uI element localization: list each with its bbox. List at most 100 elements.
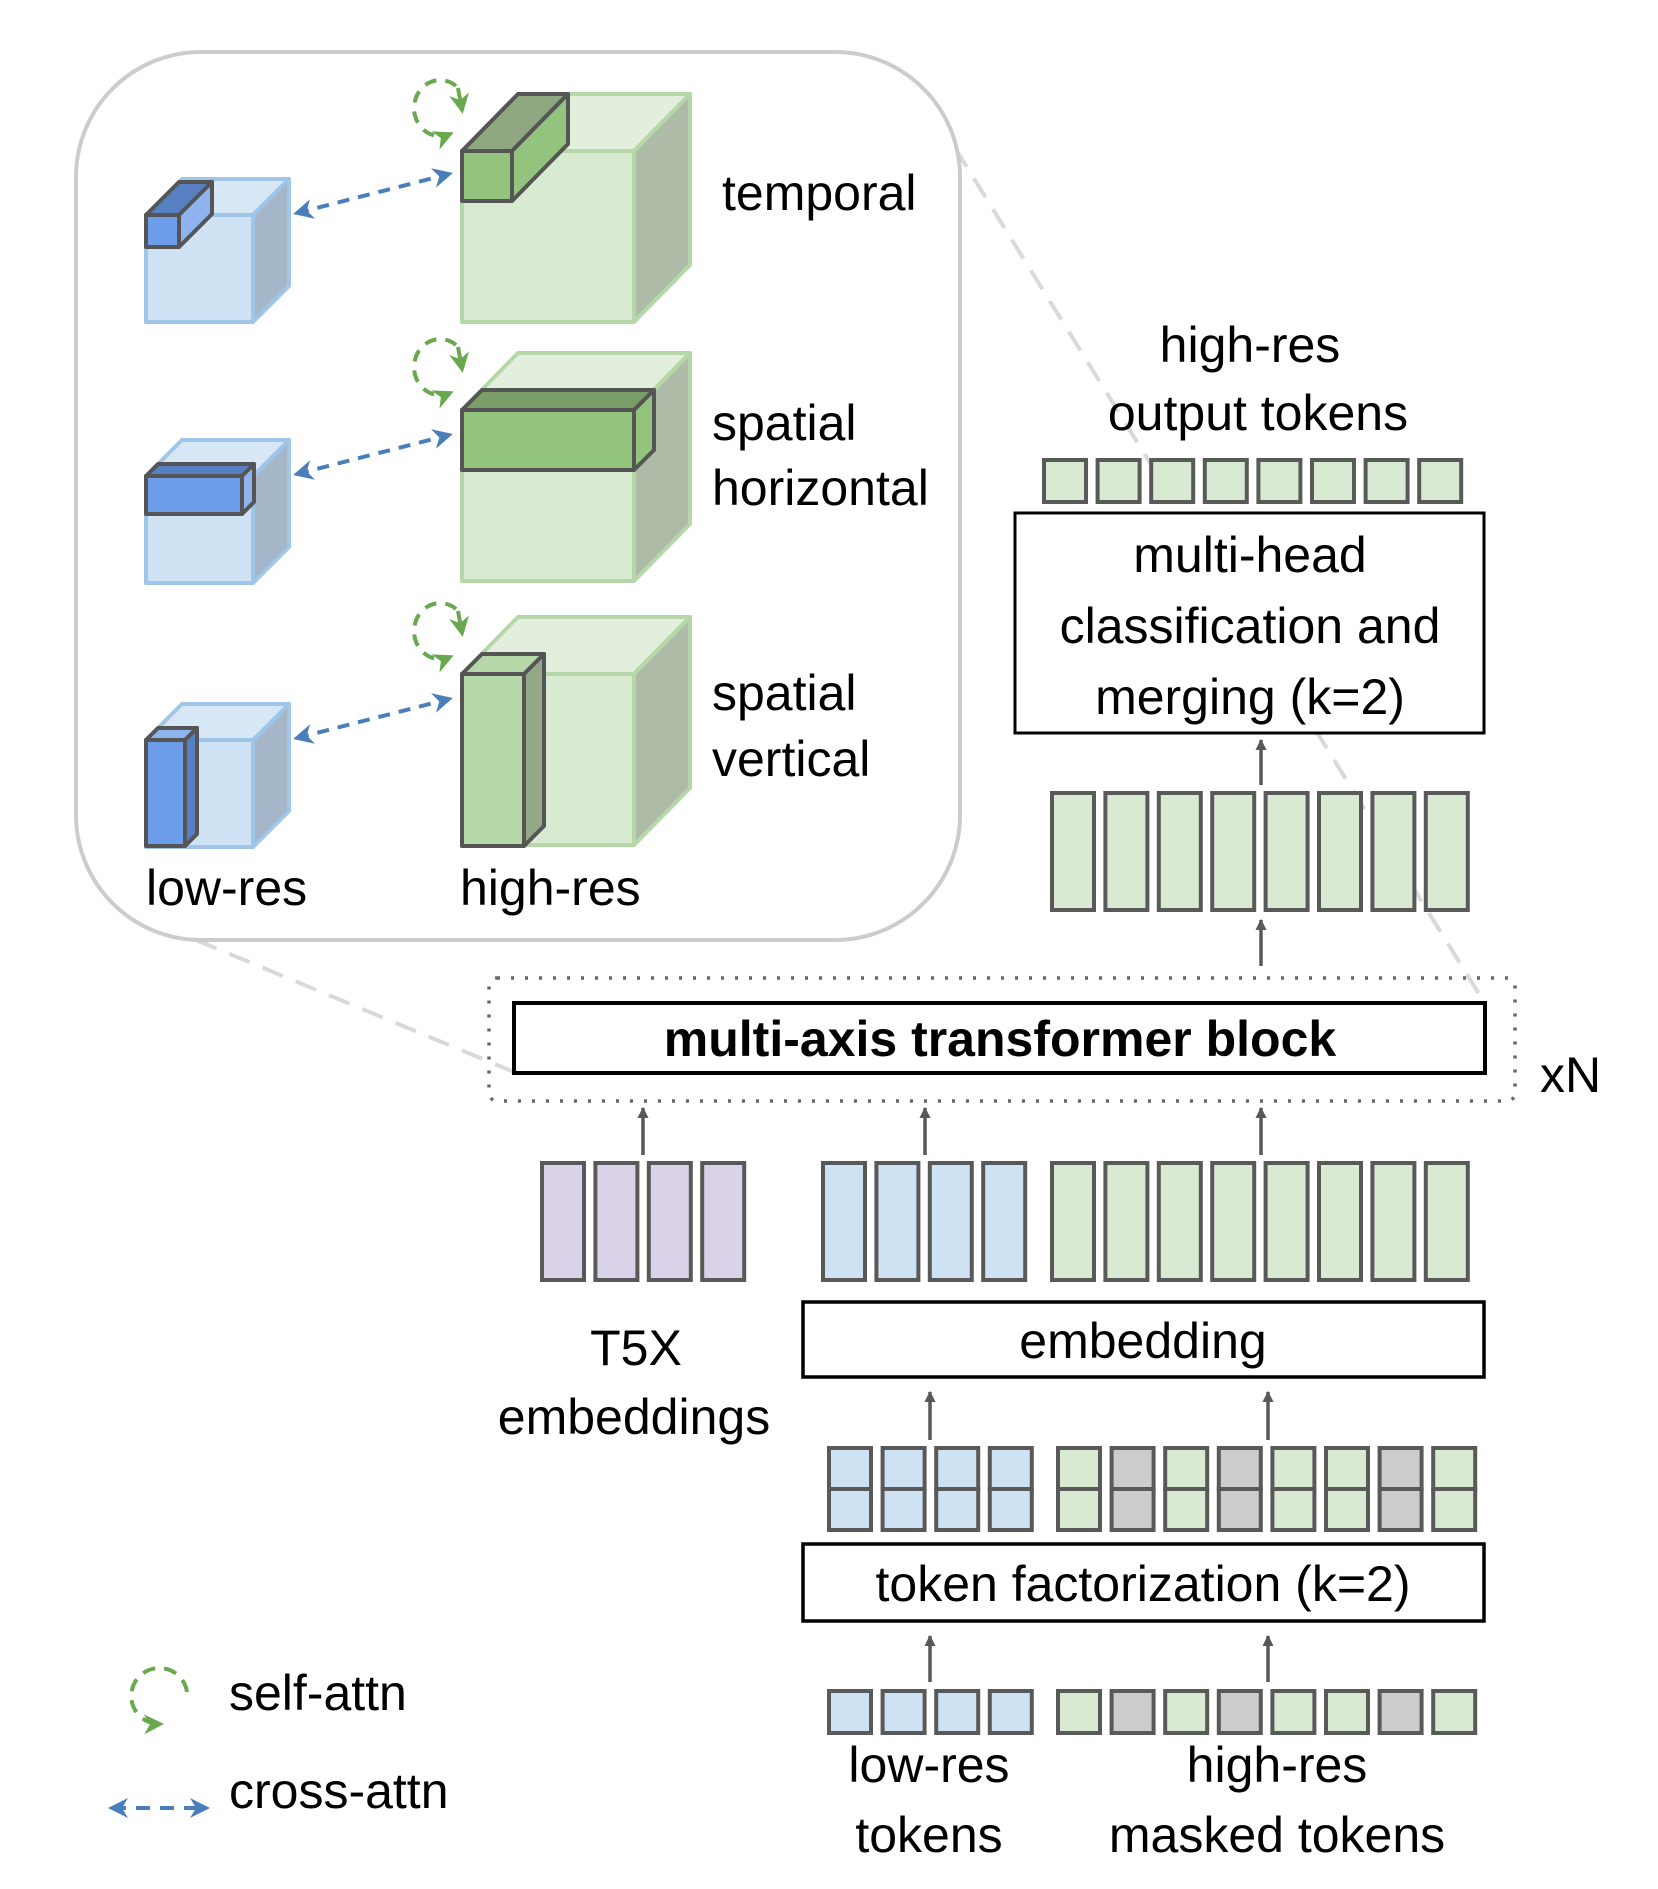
output-token [1095, 458, 1142, 504]
high-res-factor-bottom [1431, 1487, 1478, 1532]
t5x-embedding-token [646, 1161, 693, 1282]
transformer-block-label: multi-axis transformer block [664, 1011, 1337, 1067]
high-res-factor-top [1270, 1446, 1317, 1491]
multi-head-line2: classification and [1060, 598, 1441, 654]
masked-factor-top [1109, 1446, 1156, 1491]
high-res-temporal-slice [460, 92, 570, 203]
high-res-horizontal-slice-top [460, 388, 656, 412]
t5x-embedding-token [593, 1161, 640, 1282]
low-res-input-token [827, 1689, 873, 1735]
t5x-embedding-token [540, 1161, 586, 1282]
inset-row-label: spatial [712, 665, 857, 721]
hidden-token [1156, 791, 1203, 912]
inset-row-label: vertical [712, 731, 870, 787]
output-token [1149, 458, 1196, 504]
high-res-factor-bottom [1056, 1487, 1102, 1532]
hidden-token [1317, 791, 1363, 912]
high-res-embedded-token [1050, 1161, 1096, 1282]
inset-row-spatial-vertical: spatial vertical [144, 601, 870, 849]
low-res-label: low-res [146, 860, 307, 916]
low-res-factor-bottom [934, 1487, 981, 1532]
high-res-factor-top [1056, 1446, 1102, 1491]
factorized-tokens [827, 1446, 1478, 1532]
legend-cross-attn-label: cross-attn [229, 1763, 449, 1819]
masked-input-token [1109, 1689, 1156, 1735]
low-res-factor-bottom [987, 1487, 1034, 1532]
high-res-input-token [1163, 1689, 1210, 1735]
repeat-dotted-box [487, 976, 1517, 1103]
high-res-embedded-token [1103, 1161, 1150, 1282]
masked-factor-top [1377, 1446, 1424, 1491]
self-attn-arrowhead [449, 346, 469, 373]
low-res-input-token [880, 1689, 927, 1735]
hidden-token [1050, 791, 1096, 912]
low-res-temporal-slice-front [144, 213, 181, 249]
output-token [1042, 458, 1088, 504]
self-attn-arrowhead [449, 87, 469, 114]
legend-self-attn-label: self-attn [229, 1665, 407, 1721]
t5x-label-line2: embeddings [498, 1389, 770, 1445]
hidden-token [1370, 791, 1417, 912]
high-res-temporal-slice-front [460, 149, 514, 203]
high-res-input-token [1431, 1689, 1478, 1735]
output-section: high-res output tokens multi-head classi… [1013, 317, 1486, 966]
low-res-embedded-token [874, 1161, 921, 1282]
low-res-factor-top [827, 1446, 873, 1491]
embedded-tokens [540, 1161, 1470, 1282]
inset-row-label: horizontal [712, 460, 929, 516]
high-res-input-token [1270, 1689, 1317, 1735]
transformer-block-box [512, 1001, 1487, 1075]
high-res-factor-bottom [1324, 1487, 1370, 1532]
high-res-embedded-token [1210, 1161, 1257, 1282]
output-token [1363, 458, 1410, 504]
output-token [1202, 458, 1249, 504]
inset-row-label: temporal [722, 165, 917, 221]
hidden-token [1103, 791, 1150, 912]
masked-factor-bottom [1109, 1487, 1156, 1532]
low-res-embedded-token [927, 1161, 974, 1282]
multi-head-box [1013, 511, 1486, 735]
high-res-embedded-token [1156, 1161, 1203, 1282]
t5x-label-line1: T5X [590, 1320, 682, 1376]
low-res-factor-top [880, 1446, 927, 1491]
factorization-box [801, 1542, 1486, 1623]
high-res-vertical-slice-front [460, 672, 526, 848]
cross-attn-arrow [293, 168, 453, 219]
connector-bottom-left [195, 938, 515, 1074]
legend: self-attn cross-attn [108, 1665, 449, 1819]
low-res-input-token [987, 1689, 1034, 1735]
high-res-horizontal-slice-front [460, 408, 636, 472]
transformer-section: multi-axis transformer block xN [487, 976, 1601, 1103]
high-res-input-token [1056, 1689, 1102, 1735]
input-highres-label-line2: masked tokens [1109, 1807, 1445, 1863]
low-res-input-token [934, 1689, 981, 1735]
embedding-section: T5X embeddings embedding token factoriza… [498, 1106, 1486, 1863]
high-res-factor-top [1431, 1446, 1478, 1491]
output-token [1256, 458, 1303, 504]
low-res-horizontal-slice-front [144, 474, 244, 516]
low-res-factor-bottom [880, 1487, 927, 1532]
output-label-line1: high-res [1160, 317, 1341, 373]
low-res-factor-bottom [827, 1487, 873, 1532]
high-res-factor-top [1324, 1446, 1370, 1491]
self-attn-icon [129, 1666, 189, 1735]
input-highres-label-line1: high-res [1187, 1737, 1368, 1793]
output-tokens [1042, 458, 1464, 504]
output-token [1417, 458, 1464, 504]
high-res-embedded-token [1423, 1161, 1470, 1282]
hidden-token [1423, 791, 1470, 912]
cross-attn-arrow [293, 693, 453, 744]
input-lowres-label-line2: tokens [855, 1807, 1002, 1863]
hidden-token [1263, 791, 1310, 912]
high-res-factor-top [1163, 1446, 1210, 1491]
t5x-embedding-token [700, 1161, 747, 1282]
high-res-embedded-token [1317, 1161, 1363, 1282]
masked-input-token [1216, 1689, 1263, 1735]
high-res-vertical-slice [460, 652, 546, 848]
high-res-factor-bottom [1270, 1487, 1317, 1532]
transformer-output-tokens [1050, 791, 1470, 912]
high-res-input-token [1324, 1689, 1370, 1735]
